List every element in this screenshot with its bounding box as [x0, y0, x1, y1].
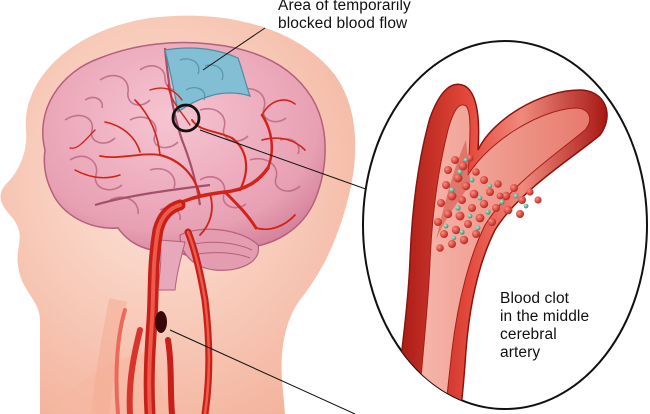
- blocked-area-label: Area of temporarily blocked blood flow: [278, 0, 411, 33]
- blood-clot-label-line-3: cerebral: [500, 326, 557, 343]
- blocked-area-label-line-1: Area of temporarily: [278, 0, 411, 14]
- brain: [42, 41, 326, 291]
- blocked-area-label-line-2: blocked blood flow: [278, 15, 408, 32]
- neck-arteries: [114, 199, 213, 414]
- blood-clot: [434, 154, 542, 252]
- neck-plaque: [155, 311, 167, 333]
- clot-location-marker: [171, 103, 201, 133]
- magnified-view: [362, 40, 648, 410]
- blood-clot-label-line-2: in the middle: [500, 308, 590, 325]
- blood-clot-label: Blood clot in the middle cerebral artery: [500, 290, 589, 362]
- blood-clot-label-line-4: artery: [500, 344, 541, 361]
- blood-clot-label-line-1: Blood clot: [500, 290, 570, 307]
- brain-arteries: [69, 84, 306, 236]
